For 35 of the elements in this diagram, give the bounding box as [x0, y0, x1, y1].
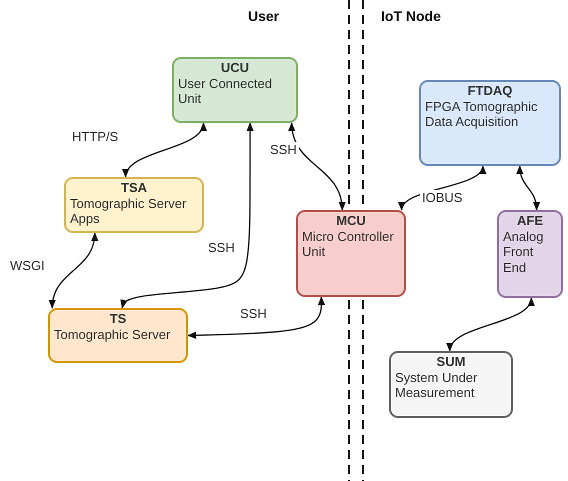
- component-description: Analog Front End: [503, 228, 544, 275]
- edge-label: HTTP/S: [70, 129, 120, 144]
- edge-label: SSH: [206, 240, 237, 255]
- connector-arrow: [124, 122, 206, 178]
- component-description: User Connected Unit: [178, 76, 273, 106]
- component-description: Tomographic Server: [54, 326, 172, 342]
- component-name: AFE: [516, 213, 544, 228]
- edge-label: SSH: [238, 306, 269, 321]
- connector-arrow: [288, 122, 346, 211]
- component-name: UCU: [220, 60, 250, 76]
- component-name: FTDAQ: [466, 83, 514, 98]
- component-description: Micro Controller Unit: [302, 228, 395, 260]
- connector-arrow: [516, 165, 540, 211]
- connector-arrow: [448, 297, 533, 352]
- component-description: System Under Measurement: [395, 370, 478, 400]
- connector-arrow: [120, 122, 254, 309]
- component-name: TS: [108, 311, 128, 326]
- connector-arrow: [187, 296, 326, 339]
- section-heading: User: [248, 8, 280, 24]
- component-description: FPGA Tomographic Data Acquisition: [425, 98, 538, 130]
- component-box: [64, 177, 204, 233]
- connector-arrow: [49, 232, 98, 309]
- component-description: Tomographic Server Apps: [70, 196, 188, 226]
- component-box: [172, 57, 298, 123]
- component-box: [497, 210, 563, 298]
- edge-label: SSH: [268, 142, 299, 157]
- component-name: SUM: [436, 354, 466, 370]
- component-name: MCU: [335, 213, 367, 228]
- edge-label: IOBUS: [420, 190, 464, 205]
- component-box: [296, 210, 406, 297]
- section-heading: IoT Node: [381, 8, 441, 24]
- component-box: [389, 351, 513, 418]
- component-box: [48, 308, 188, 363]
- component-box: [419, 80, 561, 166]
- component-name: TSA: [120, 180, 148, 196]
